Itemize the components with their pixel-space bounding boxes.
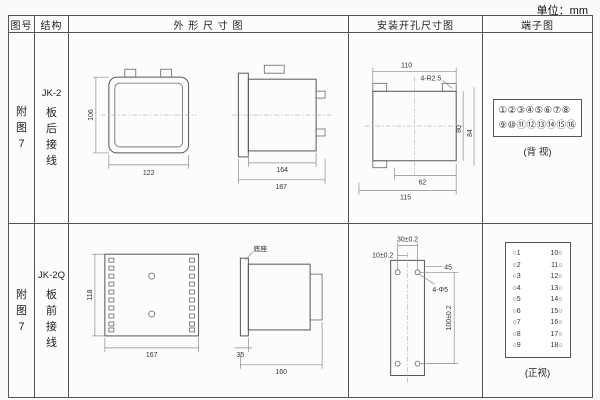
- base-plate: [239, 257, 249, 337]
- terminal-strip: ①②③④⑤⑥⑦⑧ ⑨⑩⑪⑫⑬⑭⑮⑯: [493, 98, 582, 137]
- wiring-type-label: 板 前 接 线: [46, 289, 57, 349]
- dim-case-total-depth: 187: [275, 183, 287, 190]
- dim-board-height: 118: [87, 289, 94, 300]
- header-fig-no: 图号: [9, 16, 35, 33]
- dim-bottom-small: 62: [419, 179, 427, 186]
- cutout-step-bottom: [372, 159, 388, 168]
- header-structure: 结构: [35, 16, 69, 33]
- mount-hole-tr: [414, 269, 421, 276]
- header-terminal-diagram: 端子图: [483, 16, 592, 33]
- outline-drawing-jk2-svg: 106 122 164: [88, 64, 332, 190]
- unit-label: 单位：mm: [536, 5, 588, 17]
- fig-no-jk2q: 附 图 7: [9, 224, 35, 397]
- terminal-view-caption: (正视): [524, 367, 551, 379]
- outline-drawing-jk2q: 118 167 底座 35 160: [69, 224, 349, 397]
- spec-table: 图号 结构 外 形 尺 寸 图 安装开孔尺寸图 端子图 附 图 7 JK-2 板…: [8, 15, 593, 398]
- dim-case-width: 122: [143, 169, 155, 176]
- dim-offset: 10±0.2: [372, 252, 393, 259]
- dim-board-width: 167: [146, 352, 158, 359]
- note-hole-size: 4-Φ5: [432, 287, 448, 294]
- terminal-stud-2: [315, 128, 326, 136]
- terminal-view-caption: (背 视): [523, 146, 552, 158]
- case-side-outline: [247, 263, 311, 331]
- dim-edge: 45: [444, 264, 452, 271]
- dim-bottom-full: 115: [400, 194, 411, 201]
- bracket-top: [263, 64, 285, 74]
- terminal-diagram-jk2: ①②③④⑤⑥⑦⑧ ⑨⑩⑪⑫⑬⑭⑮⑯ (背 视): [483, 33, 592, 224]
- case-front-step: [309, 273, 323, 321]
- base-label: 底座: [253, 244, 267, 253]
- terminal-diagram-jk2q: ○1 ○2 ○3 ○4 ○5 ○6 ○7 ○8 ○9 10○ 11○ 12○ 1…: [483, 224, 592, 397]
- model-label: JK-2Q: [38, 270, 65, 281]
- terminal-numbers-bottom: ⑨⑩⑪⑫⑬⑭⑮⑯: [498, 119, 577, 131]
- board-hole-bottom: [148, 310, 156, 318]
- dim-cutout-height-outer: 84: [467, 128, 474, 136]
- terminal-numbers-left: ○1 ○2 ○3 ○4 ○5 ○6 ○7 ○8 ○9: [512, 250, 521, 350]
- header-outline-dims: 外 形 尺 寸 图: [69, 16, 349, 33]
- header-mounting-dims: 安装开孔尺寸图: [349, 16, 483, 33]
- outline-drawing-jk2q-svg: 118 167 底座 35 160: [87, 244, 323, 376]
- board-hole-top: [148, 272, 156, 280]
- outline-drawing-jk2: 106 122 164: [69, 33, 349, 224]
- fig-no-text: 附 图 7: [16, 288, 27, 333]
- dim-hole-span-v: 100±0.2: [446, 305, 453, 330]
- structure-jk2: JK-2 板 后 接 线: [35, 33, 69, 224]
- cutout-ear-right: [441, 82, 457, 92]
- dim-depth: 160: [275, 369, 287, 376]
- note-corner-radius: 4-R2.5: [420, 75, 441, 82]
- fig-no-text: 附 图 7: [16, 106, 27, 150]
- dim-cutout-width: 110: [401, 62, 412, 69]
- dim-case-depth: 164: [276, 166, 288, 173]
- structure-jk2q: JK-2Q 板 前 接 线: [35, 224, 69, 397]
- terminal-stud-1: [315, 90, 326, 99]
- dim-cutout-height-inner: 80: [456, 124, 463, 132]
- mount-hole-bl: [394, 360, 401, 367]
- mount-tab-left: [124, 68, 137, 78]
- board-outline: [104, 253, 200, 337]
- terminal-pins-right: [189, 257, 195, 333]
- dim-hole-span-h: 30±0.2: [397, 237, 418, 244]
- model-label: JK-2: [41, 87, 62, 99]
- dim-case-height: 106: [88, 109, 95, 121]
- mounting-drawing-jk2-svg: 110 4-R2.5 80 84 62 115: [358, 62, 475, 201]
- mount-tab-right: [160, 68, 173, 78]
- fig-no-jk2: 附 图 7: [9, 33, 35, 224]
- mounting-drawing-jk2q: 30±0.2 10±0.2 4-Φ5 45 100±0.2: [349, 224, 483, 397]
- wiring-type-label: 板 后 接 线: [46, 106, 57, 167]
- mount-hole-tl: [394, 269, 401, 276]
- terminal-numbers-top: ①②③④⑤⑥⑦⑧: [498, 104, 571, 116]
- mount-hole-br: [414, 360, 421, 367]
- mounting-drawing-jk2: 110 4-R2.5 80 84 62 115: [349, 33, 483, 224]
- cutout-ear-left: [372, 82, 388, 92]
- terminal-list: ○1 ○2 ○3 ○4 ○5 ○6 ○7 ○8 ○9 10○ 11○ 12○ 1…: [504, 242, 571, 358]
- terminal-pins-left: [108, 257, 115, 333]
- mounting-drawing-jk2q-svg: 30±0.2 10±0.2 4-Φ5 45 100±0.2: [372, 237, 459, 384]
- terminal-numbers-right: 10○ 11○ 12○ 13○ 14○ 15○ 16○ 17○ 18○: [550, 250, 563, 350]
